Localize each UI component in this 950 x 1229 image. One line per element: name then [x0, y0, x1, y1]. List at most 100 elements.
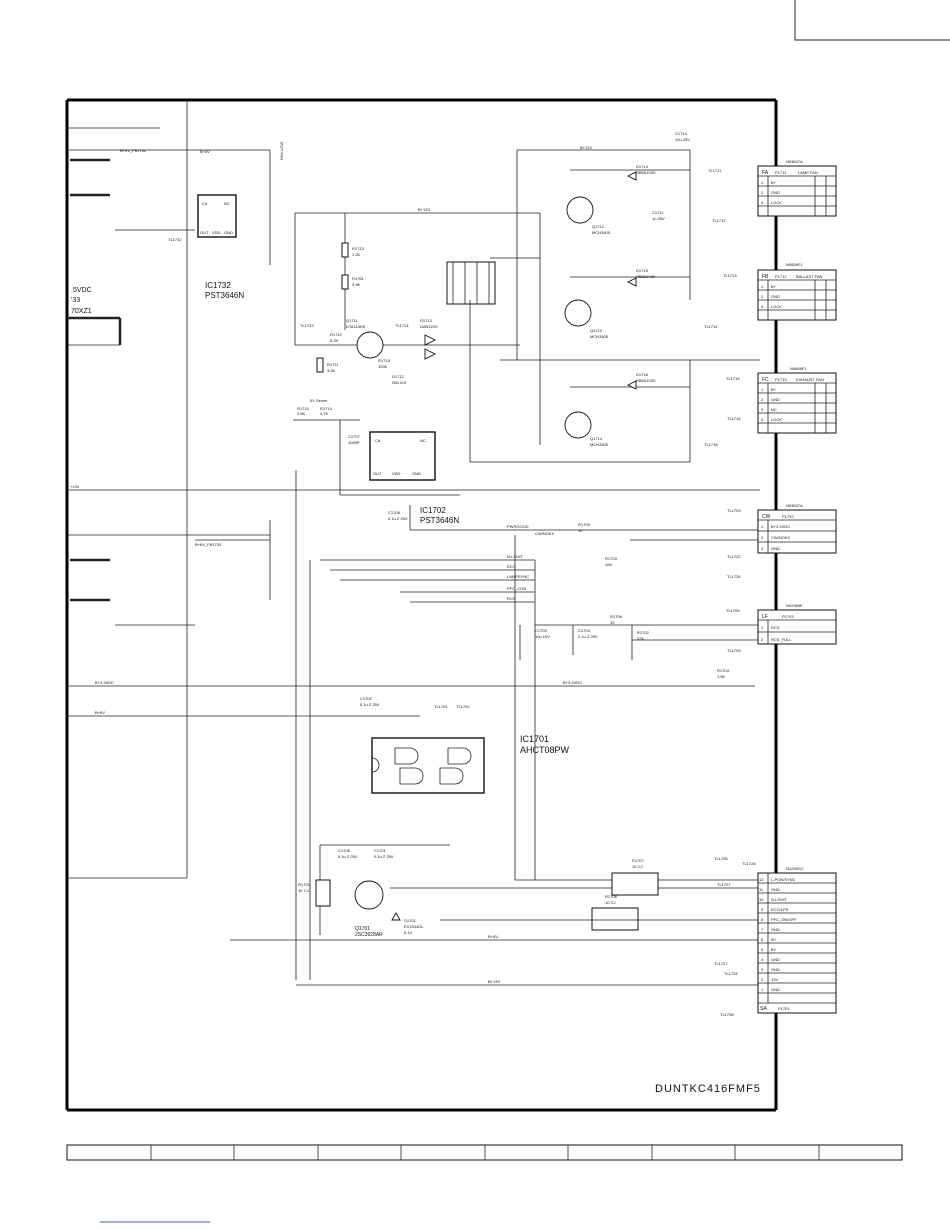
c1702-ref: C1702 [360, 696, 373, 701]
tl1715: TL1715 [726, 376, 740, 381]
sa-pin8-name: PFC_ON/OFF [771, 917, 797, 922]
fb-pin2-name: GND [771, 294, 780, 299]
sa-pin12-n: 12 [759, 877, 764, 882]
tl1723: TL1723 [300, 323, 314, 328]
left-fragment-v5: .5VDC [71, 287, 92, 294]
rail-label-b13v: B+13V [418, 207, 430, 212]
connector-sa-head: SA [760, 1006, 767, 1012]
r1708-ref: R1708 [605, 894, 618, 899]
sa-pin6-name: 6V [771, 937, 776, 942]
q1711-ref: Q1711 [346, 318, 358, 323]
sa-pin10-n: 10 [759, 897, 764, 902]
c1706-ref: C1706 [338, 848, 351, 853]
sa-pin2-name: 13V [771, 977, 778, 982]
tl1716: TL1716 [727, 416, 741, 421]
c1706-val: 0.1u Z 25V [338, 854, 358, 859]
ic1702: Cd NC OUT VDD GND IC1702 PST3646N C1707 … [339, 420, 460, 525]
fb-pin1-name: B+ [771, 284, 777, 289]
tl1713: TL1713 [723, 273, 737, 278]
q1714-ref: Q1714 [590, 436, 603, 441]
tl1706: TL1706 [726, 608, 740, 613]
tl1728: TL1728 [742, 861, 756, 866]
sa-pin5-n: 5 [761, 947, 764, 952]
connector-fc-title: EXHAUST FAN [796, 377, 824, 382]
ic1702-pin-nc: NC [420, 438, 426, 443]
connector-fb-ref: P1712 [775, 274, 787, 279]
q1701-part: 2SC3928AR [355, 932, 383, 938]
r1706-val: 10 [610, 620, 615, 625]
c1701-ref: C1701 [374, 848, 387, 853]
d1701-volt: 5.1V [404, 930, 413, 935]
sa-pin3-n: 3 [761, 967, 764, 972]
sa-pin9-n: 9 [761, 907, 764, 912]
tl1704: TL1704 [724, 971, 738, 976]
tl1724: TL1724 [395, 323, 409, 328]
r1714-ref: R1714 [320, 406, 333, 411]
ic1701: IC1701 AHCT08PW C1702 0.1u Z 25V [360, 696, 570, 794]
r1702-val: 22K [637, 636, 644, 641]
sa-pin9-name: ECO/LPS [771, 907, 789, 912]
rail-label-b13v-bottom: B+13V [488, 979, 500, 984]
connector-sa-part: N1290GC [786, 866, 804, 871]
cw-pin3-name: GND [771, 546, 780, 551]
r1714-val: 4.7K [320, 411, 329, 416]
resistor-array [446, 261, 496, 305]
rail-label-b33: B+3.3VDC [563, 680, 582, 685]
d1716-ref: D1716 [636, 372, 649, 377]
ic1732-part: PST3646N [205, 291, 244, 300]
connector-fc-head: FC [762, 377, 769, 383]
c1708-ref: C1708 [388, 510, 401, 515]
schematic-frame [65, 98, 778, 1112]
left-fragment-b6v: B+6V [95, 710, 105, 715]
ic1702-pin-vdd: VDD [392, 471, 401, 476]
q1711: Q1711 DTA114EE [346, 318, 384, 359]
r1707-ref: R1707 [632, 858, 645, 863]
signal-bus: PWRGOOD CW/NOKX N-LIGHT ECO LAMPSYNC PFC… [295, 470, 760, 980]
resistor-net: R1713 1.2K R1761 3.9K R1712 8.2K R1711 3… [293, 242, 391, 421]
fb-pin3-name: LOCK [771, 304, 782, 309]
q1714-part: MCH3405 [590, 442, 609, 447]
r1761-ref: R1761 [352, 276, 365, 281]
connector-fa-title: LAMP FAN [798, 170, 818, 175]
tl1703: TL1703 [727, 508, 741, 513]
lf-pin1-name: RCS [771, 625, 780, 630]
sa-pin4-n: 4 [761, 957, 764, 962]
bplus13v-bus: B+13V B+13V [294, 145, 690, 360]
left-partial-circuit: .5VDC '33 70XZ1 +13V B+3.3VDC B+6V B+6V … [67, 100, 760, 879]
tl1702: TL1702 [456, 704, 470, 709]
c1714-val: 10u 25V [675, 137, 690, 142]
fa-pin1-name: B+ [771, 180, 777, 185]
model-label: DUNTKC416FMF5 [655, 1083, 761, 1095]
sa-pin8-n: 8 [761, 917, 764, 922]
ic1732-name: IC1732 [205, 281, 231, 290]
r1712-val: 8.2K [330, 338, 339, 343]
fc-pin3-n: 3 [761, 407, 764, 412]
connector-fb-head: FB [762, 274, 769, 280]
rail-label-b6v-fb1733: B+6V_FB1733 [195, 542, 222, 547]
fc-pin3-name: NC [771, 407, 777, 412]
c1701-val: 0.1u Z 25V [374, 854, 394, 859]
r1711-ref: R1711 [327, 362, 339, 367]
c1704-val: 0.1u Z 25V [578, 634, 598, 639]
tl1707: TL1707 [717, 882, 731, 887]
sa-pin7-n: 7 [761, 927, 764, 932]
r1705-val: 10 [578, 528, 583, 533]
c1703-ref: C1703 [535, 628, 548, 633]
lf-pin1-n: 1 [761, 625, 764, 630]
r1704-ref: R1704 [717, 668, 730, 673]
r1705-ref: R1705 [578, 522, 591, 527]
c1707-ref: C1707 [348, 434, 361, 439]
tl1712: TL1712 [712, 218, 726, 223]
signal-rcs: RCS [507, 596, 516, 601]
page-corner-box [794, 0, 950, 41]
d1712-ref: D1712 [392, 374, 405, 379]
connector-lf: N02369E LF P1703 1 RCS 2 RCS_FULL [757, 603, 837, 645]
tl1714: TL1714 [704, 324, 718, 329]
rail-label-fan-low: FAN-LOW [279, 142, 284, 160]
d1714-ref: D1714 [636, 164, 649, 169]
ic1701-name: IC1701 [520, 734, 549, 744]
connector-lf-head: LF [762, 614, 768, 620]
sa-pin10-name: N-LIGHT [771, 897, 788, 902]
rcs-section: R1705 10 R1703 10K R1706 10 R1702 22K R1… [519, 522, 760, 685]
